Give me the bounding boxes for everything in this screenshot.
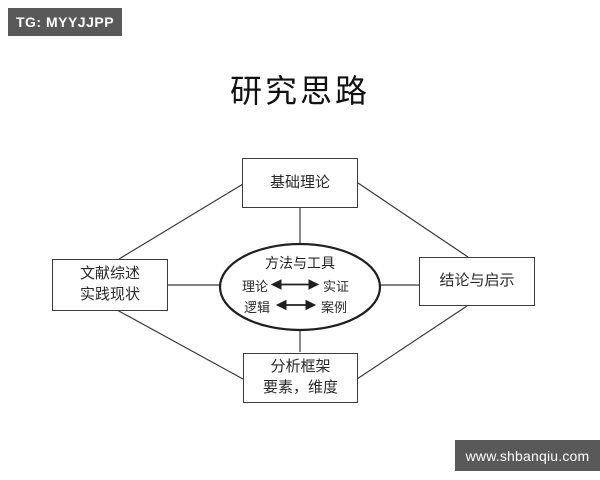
page-title: 研究思路 xyxy=(229,73,370,109)
pair-label-theory: 理论 xyxy=(241,279,268,294)
node-basic-theory: 基础理论 xyxy=(242,158,358,208)
node-label-line: 要素，维度 xyxy=(262,380,338,396)
watermark-site-badge: www.shbanqiu.com xyxy=(455,440,600,471)
node-label-line: 文献综述 xyxy=(79,266,140,282)
pair-label-empirical: 实证 xyxy=(323,279,350,294)
node-label-line: 结论与启示 xyxy=(439,273,515,289)
node-conclusions: 结论与启示 xyxy=(419,257,535,306)
arrowhead-left xyxy=(275,299,287,311)
arrowhead-left xyxy=(270,279,282,290)
arrowhead-right xyxy=(308,279,320,290)
pair-label-case: 案例 xyxy=(321,300,348,315)
center-ellipse xyxy=(218,242,382,332)
double-arrow-icon-theory-empirical xyxy=(270,279,320,290)
line-left-to-bottom xyxy=(116,309,244,380)
node-literature-review: 文献综述 实践现状 xyxy=(52,259,168,311)
double-arrow-icon-logic-case xyxy=(275,299,317,311)
arrowhead-right xyxy=(305,299,317,311)
line-top-to-right xyxy=(357,182,469,258)
node-analysis-framework: 分析框架 要素，维度 xyxy=(243,353,358,403)
ellipse-methods-tools-title: 方法与工具 xyxy=(265,257,335,272)
line-right-to-bottom xyxy=(356,305,468,380)
node-label-line: 基础理论 xyxy=(269,174,330,191)
pair-label-logic: 逻辑 xyxy=(243,300,270,315)
diamond-connector-lines xyxy=(116,182,469,380)
node-label-line: 分析框架 xyxy=(270,359,331,375)
line-top-to-left xyxy=(118,183,244,260)
watermark-tg-badge: TG: MYYJJPP xyxy=(8,8,122,36)
node-label-line: 实践现状 xyxy=(79,287,140,303)
